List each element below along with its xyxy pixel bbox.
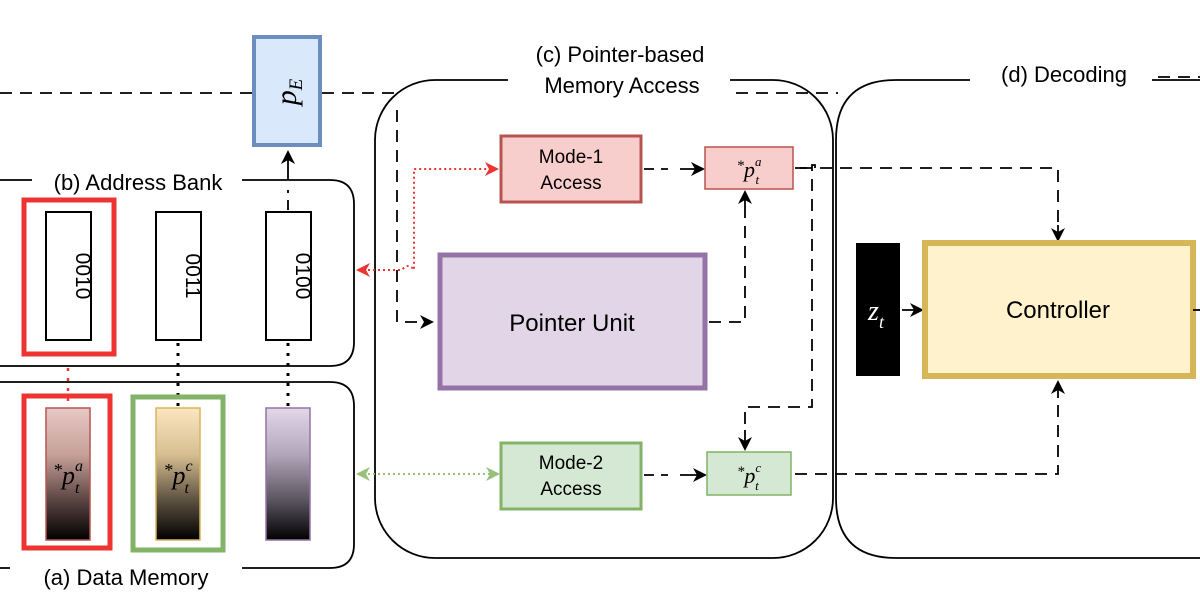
address-bank-panel: (b) Address Bank	[0, 170, 355, 367]
pointer-unit-to-a-line	[709, 210, 746, 323]
controller-box: Controller	[922, 240, 1196, 379]
loop-to-c-line	[744, 164, 816, 430]
c-to-controller-line	[795, 398, 1059, 475]
svg-text:Mode-1: Mode-1	[539, 147, 603, 168]
svg-text:*pat: *pat	[737, 154, 763, 187]
external-pointer-box: pE	[252, 35, 322, 147]
address-label: 0011	[181, 253, 204, 298]
data-memory-title: (a) Data Memory	[43, 565, 208, 590]
address-slot-2: 0011	[155, 211, 204, 341]
svg-text:Mode-2: Mode-2	[539, 453, 603, 474]
mode1-access-box: Mode-1 Access	[499, 134, 643, 204]
svg-text:Access: Access	[540, 479, 601, 500]
address-bank-title: (b) Address Bank	[54, 170, 224, 195]
decoder-input-box: zt	[856, 243, 900, 376]
pointer-access-title-1: (c) Pointer-based	[536, 42, 705, 67]
decoding-panel: (d) Decoding	[835, 58, 1200, 559]
data-memory-panel: (a) Data Memory	[0, 381, 355, 591]
mode2-access-box: Mode-2 Access	[499, 441, 643, 511]
global-dashed-bus	[0, 76, 1200, 94]
memory-slot-3	[265, 407, 311, 541]
svg-text:zt: zt	[867, 296, 885, 332]
address-label: 0010	[71, 253, 94, 300]
address-slot-1: 0010	[21, 197, 117, 357]
bus-to-pointer-unit-arrow	[396, 110, 434, 329]
address-slot-3: 0100	[265, 211, 314, 341]
address-label: 0100	[291, 253, 314, 300]
pointer-access-title-2: Memory Access	[544, 73, 699, 98]
pointer-unit-box: Pointer Unit	[437, 252, 708, 391]
svg-text:Controller: Controller	[1006, 297, 1110, 324]
pointer-access-panel: (c) Pointer-based Memory Access	[374, 40, 834, 559]
svg-text:*pct: *pct	[737, 460, 762, 493]
a-to-controller-line	[800, 167, 1059, 225]
svg-text:Access: Access	[540, 173, 601, 194]
svg-text:Pointer Unit: Pointer Unit	[509, 310, 635, 337]
external-pointer-label: pE	[270, 78, 307, 107]
decoding-title: (d) Decoding	[1001, 62, 1127, 87]
